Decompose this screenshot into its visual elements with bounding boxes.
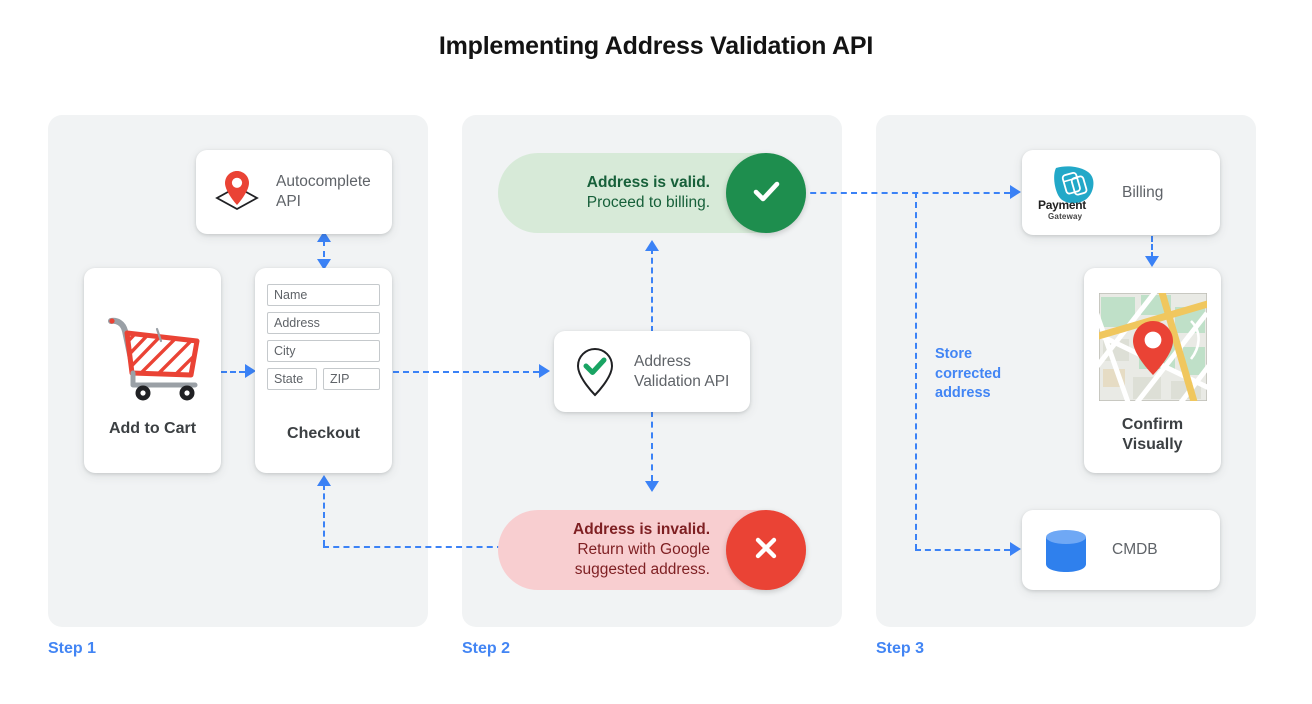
validation-api-label-line-1: Address xyxy=(634,352,691,370)
arrow-checkout-to-validation xyxy=(539,364,550,378)
address-valid-pill[interactable]: Address is valid. Proceed to billing. xyxy=(498,153,806,233)
store-corrected-address-note: Store corrected address xyxy=(935,345,1001,404)
billing-card[interactable]: Payment Gateway Billing xyxy=(1022,150,1220,235)
step-3-label: Step 3 xyxy=(876,640,925,657)
zip-field[interactable]: ZIP xyxy=(323,368,380,390)
confirm-visually-label-line-1: Confirm xyxy=(1121,415,1184,433)
payment-gateway-logo-icon: Payment Gateway xyxy=(1038,162,1102,224)
confirm-visually-label-line-2: Visually xyxy=(1122,435,1183,453)
address-invalid-text: Address is invalid. Return with Google s… xyxy=(573,520,710,580)
connector-validation-to-invalid xyxy=(651,411,653,481)
address-valid-line-2: Proceed to billing. xyxy=(586,194,710,211)
address-validation-api-label: Address Validation API xyxy=(634,352,729,392)
autocomplete-api-card[interactable]: Autocomplete API xyxy=(196,150,392,234)
connector-billing-to-confirm xyxy=(1151,236,1153,258)
connector-checkout-to-validation xyxy=(393,371,539,373)
database-cylinder-icon xyxy=(1040,524,1092,576)
city-field[interactable]: City xyxy=(267,340,380,362)
autocomplete-api-label: Autocomplete API xyxy=(276,172,371,212)
connector-checkout-autocomplete xyxy=(323,240,325,268)
arrow-store-to-cmdb xyxy=(1010,542,1021,556)
check-icon xyxy=(746,171,786,216)
billing-label: Billing xyxy=(1122,183,1164,201)
map-thumbnail-icon xyxy=(1092,284,1213,407)
page-title: Implementing Address Validation API xyxy=(438,32,874,60)
valid-badge xyxy=(726,153,806,233)
address-field[interactable]: Address xyxy=(267,312,380,334)
address-validation-api-card[interactable]: Address Validation API xyxy=(554,331,750,412)
address-invalid-line-3: suggested address. xyxy=(574,561,710,579)
arrow-up-to-autocomplete xyxy=(317,231,331,242)
connector-store-corrected-horizontal xyxy=(915,549,1010,551)
add-to-cart-label: Add to Cart xyxy=(108,419,197,437)
step-1-label: Step 1 xyxy=(48,640,97,657)
connector-invalid-return-vertical xyxy=(323,484,325,546)
connector-cart-to-checkout xyxy=(221,371,245,373)
payment-gateway-word: Payment xyxy=(1038,197,1086,212)
address-invalid-line-1: Address is invalid. xyxy=(573,520,710,538)
validation-api-label-line-2: Validation API xyxy=(634,372,730,390)
checkout-card[interactable]: Name Address City State ZIP Checkout xyxy=(255,268,392,473)
confirm-visually-card[interactable]: Confirm Visually xyxy=(1084,268,1221,473)
connector-validation-to-valid xyxy=(651,248,653,332)
arrow-valid-to-billing xyxy=(1010,185,1021,199)
address-valid-line-1: Address is valid. xyxy=(586,173,710,191)
shopping-cart-icon xyxy=(101,311,205,403)
cmdb-label: CMDB xyxy=(1112,541,1158,559)
connector-invalid-return-horizontal xyxy=(323,546,503,548)
step-2-label: Step 2 xyxy=(462,640,511,657)
arrow-down-to-checkout xyxy=(317,259,331,270)
close-icon xyxy=(746,528,786,573)
pin-check-icon xyxy=(570,345,620,399)
payment-gateway-sub: Gateway xyxy=(1048,211,1083,221)
arrow-validation-to-valid xyxy=(645,240,659,251)
store-note-line-1: Store xyxy=(935,346,973,362)
connector-valid-to-billing xyxy=(800,192,1010,194)
invalid-badge xyxy=(726,510,806,590)
name-field[interactable]: Name xyxy=(267,284,380,306)
cmdb-card[interactable]: CMDB xyxy=(1022,510,1220,590)
arrow-invalid-return-to-checkout xyxy=(317,475,331,486)
confirm-visually-label: Confirm Visually xyxy=(1122,415,1183,455)
connector-store-corrected-vertical xyxy=(915,192,917,550)
arrow-validation-to-invalid xyxy=(645,481,659,492)
address-invalid-pill[interactable]: Address is invalid. Return with Google s… xyxy=(498,510,806,590)
autocomplete-api-label-line-2: API xyxy=(276,193,301,210)
checkout-label: Checkout xyxy=(287,425,360,442)
address-valid-text: Address is valid. Proceed to billing. xyxy=(587,173,710,213)
map-pin-on-diamond-icon xyxy=(210,165,264,219)
store-note-line-3: address xyxy=(935,385,991,402)
state-field[interactable]: State xyxy=(267,368,317,390)
store-note-line-2: corrected xyxy=(935,365,1002,382)
arrow-billing-to-confirm xyxy=(1145,256,1159,267)
arrow-cart-to-checkout xyxy=(245,364,256,378)
add-to-cart-card[interactable]: Add to Cart xyxy=(84,268,221,473)
autocomplete-api-label-line-1: Autocomplete xyxy=(276,173,371,191)
address-invalid-line-2: Return with Google xyxy=(577,540,710,558)
